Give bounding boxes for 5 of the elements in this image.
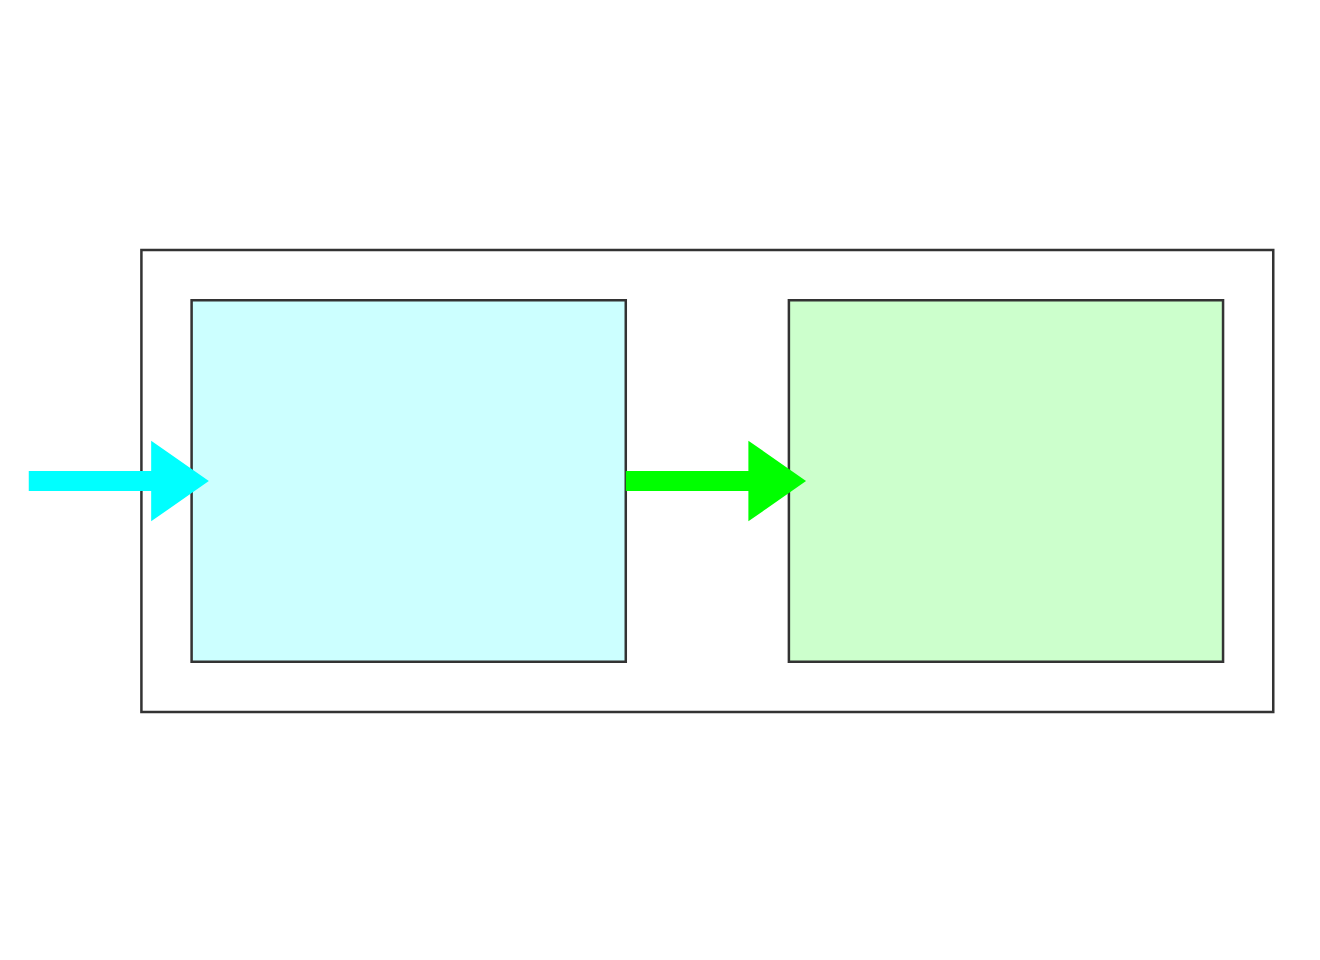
cluster <box>140 247 1275 713</box>
arrow <box>625 439 807 521</box>
arrow <box>28 439 209 521</box>
node-box <box>787 298 1225 662</box>
node-box <box>190 298 628 662</box>
